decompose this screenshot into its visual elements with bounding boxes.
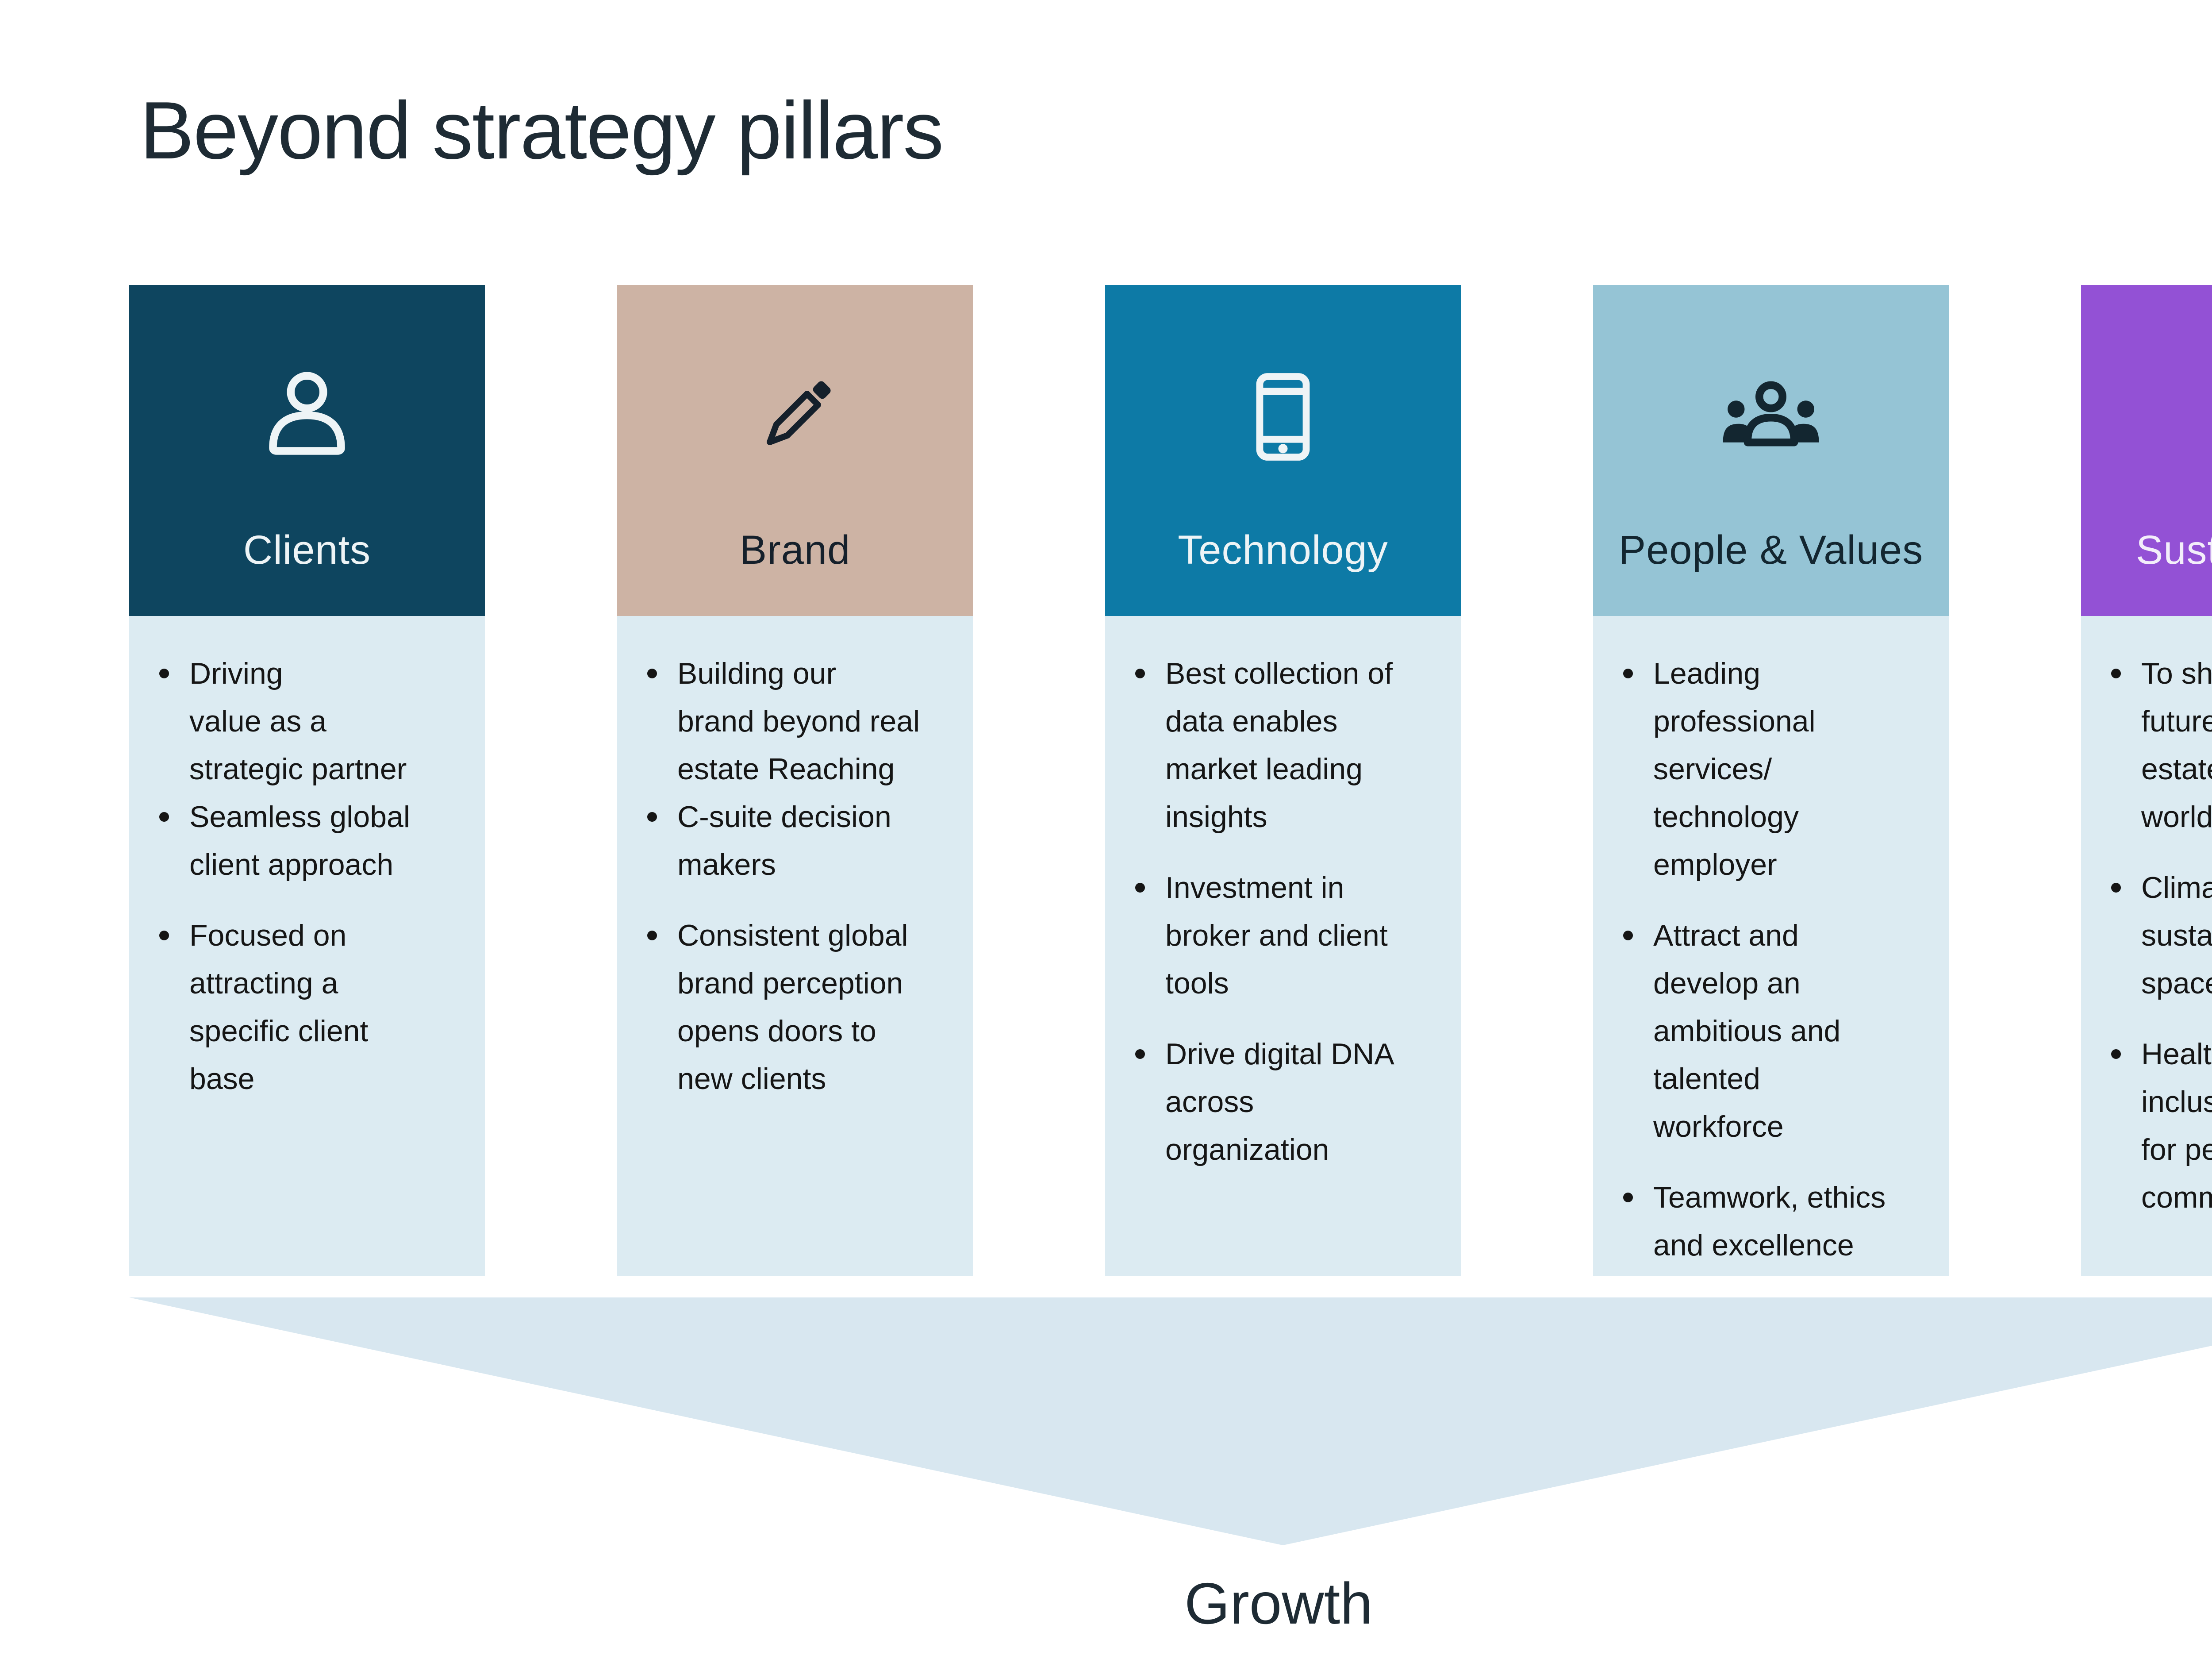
growth-label: Growth [1184, 1571, 1373, 1636]
bullet-text: Seamless global client approach [189, 800, 410, 881]
bullet-dot [159, 812, 169, 822]
person-icon [129, 367, 485, 466]
bullet-text: Leading professional services/ technolog… [1653, 657, 1816, 881]
bullet-dot [647, 812, 657, 822]
bullet-item: Attract and develop an ambitious and tal… [1621, 912, 1933, 1151]
pillar-body: Building our brand beyond real estate Re… [617, 616, 973, 1276]
bullet-text: To shape the future of real estate for a… [2141, 657, 2212, 834]
bullet-dot [647, 931, 657, 940]
bullet-item: Best collection of data enables market l… [1133, 650, 1445, 841]
bullet-item: Healthy and inclusive places for people … [2109, 1030, 2212, 1221]
bullet-item: Drive digital DNA across organization [1133, 1030, 1445, 1174]
bullet-dot [647, 669, 657, 678]
bullet-text: Focused on attracting a specific client … [189, 919, 369, 1096]
bullet-text: Attract and develop an ambitious and tal… [1653, 919, 1841, 1143]
pillar-body: Leading professional services/ technolog… [1593, 616, 1949, 1276]
bullet-item: Focused on attracting a specific client … [157, 912, 469, 1103]
bullet-text: Driving value as a strategic partner [189, 657, 407, 786]
bullet-dot [1135, 669, 1145, 678]
pillar-technology: Technology Best collection of data enabl… [1105, 285, 1461, 1276]
bullet-dot [159, 931, 169, 940]
pillar-header: Technology [1105, 285, 1461, 616]
people-icon [1593, 367, 1949, 466]
pillar-clients: Clients Driving value as a strategic par… [129, 285, 485, 1276]
pencil-icon [617, 367, 973, 466]
bullet-item: Building our brand beyond real estate Re… [645, 650, 957, 793]
pillar-header: Brand [617, 285, 973, 616]
bullet-text: Building our brand beyond real estate Re… [677, 657, 920, 786]
bullet-text: Best collection of data enables market l… [1165, 657, 1393, 834]
pillar-body: Best collection of data enables market l… [1105, 616, 1461, 1276]
bullet-text: C-suite decision makers [677, 800, 891, 881]
bullet-text: Consistent global brand perception opens… [677, 919, 908, 1096]
pillar-label: Technology [1178, 527, 1388, 573]
bullet-item: Driving value as a strategic partner [157, 650, 469, 793]
bullet-dot [2111, 1049, 2121, 1059]
bullet-dot [1623, 1193, 1633, 1202]
bullet-dot [2111, 669, 2121, 678]
page-title: Beyond strategy pillars [140, 85, 944, 176]
bullet-dot [1623, 931, 1633, 940]
pillar-body: Driving value as a strategic partner Sea… [129, 616, 485, 1276]
pillar-header: Sustainability [2081, 285, 2212, 616]
pillar-header: People & Values [1593, 285, 1949, 616]
bullet-dot [1135, 1049, 1145, 1059]
bullet-text: Climate action for sustainable spaces [2141, 871, 2212, 1000]
bullet-item: Leading professional services/ technolog… [1621, 650, 1933, 889]
bullet-dot [2111, 883, 2121, 893]
tablet-icon [1105, 367, 1461, 466]
bullet-item: C-suite decision makers [645, 793, 957, 889]
pillar-label: People & Values [1618, 527, 1924, 573]
pillar-sustainability: Sustainability To shape the future of re… [2081, 285, 2212, 1276]
pillar-header: Clients [129, 285, 485, 616]
bullet-text: Teamwork, ethics and excellence [1653, 1181, 1886, 1262]
growth-funnel-arrow [129, 1297, 2212, 1545]
bullet-dot [1135, 883, 1145, 893]
bullet-item: Climate action for sustainable spaces [2109, 864, 2212, 1007]
pillar-people-values: People & Values Leading professional ser… [1593, 285, 1949, 1276]
bullet-item: Seamless global client approach [157, 793, 469, 889]
bullet-item: Investment in broker and client tools [1133, 864, 1445, 1007]
bullet-item: Teamwork, ethics and excellence [1621, 1174, 1933, 1269]
pillar-label: Brand [739, 527, 851, 573]
pillars-row: Clients Driving value as a strategic par… [129, 285, 2212, 1276]
bullet-item: To shape the future of real estate for a… [2109, 650, 2212, 841]
bullet-text: Healthy and inclusive places for people … [2141, 1037, 2212, 1214]
bullet-text: Investment in broker and client tools [1165, 871, 1388, 1000]
bullet-text: Drive digital DNA across organization [1165, 1037, 1394, 1166]
bullet-item: Consistent global brand perception opens… [645, 912, 957, 1103]
bullet-dot [1623, 669, 1633, 678]
pillar-brand: Brand Building our brand beyond real est… [617, 285, 973, 1276]
wind-turbine-icon [2081, 367, 2212, 466]
pillar-label: Sustainability [2135, 527, 2212, 573]
pillar-label: Clients [243, 527, 371, 573]
bullet-dot [159, 669, 169, 678]
pillar-body: To shape the future of real estate for a… [2081, 616, 2212, 1276]
